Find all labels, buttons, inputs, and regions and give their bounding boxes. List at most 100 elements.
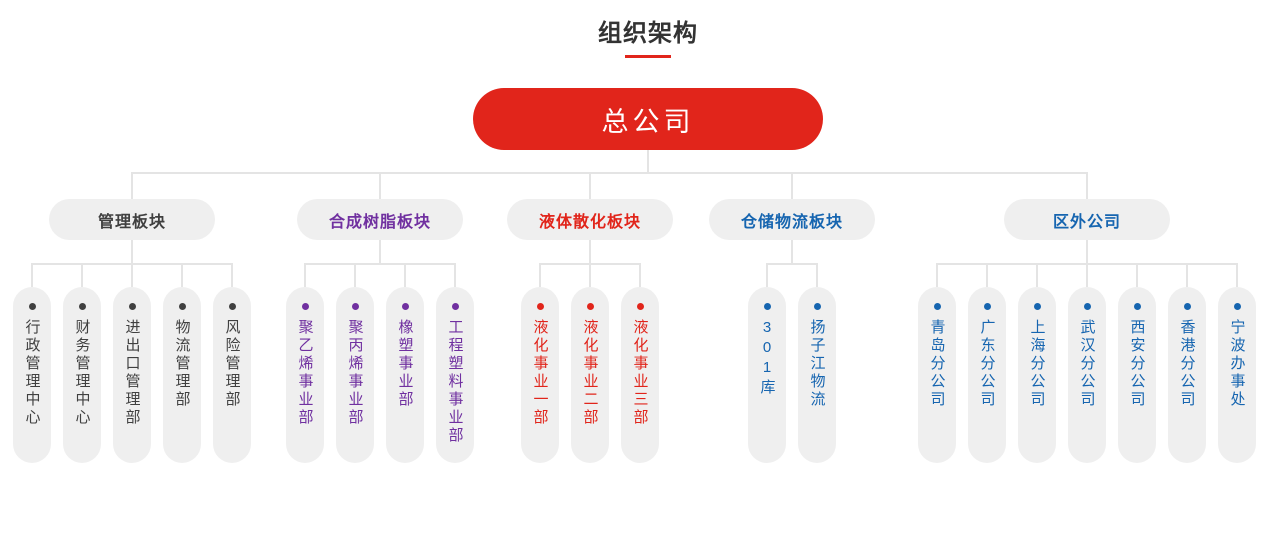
- node-dot-icon: [451, 303, 459, 310]
- org-node: 聚丙烯事业部: [336, 287, 374, 463]
- node-dot-icon: [301, 303, 309, 310]
- connector-line: [816, 263, 818, 287]
- node-label: 风险管理部: [223, 319, 241, 409]
- connector-line: [589, 240, 591, 265]
- org-node: 液化事业一部: [521, 287, 559, 463]
- org-node: 物流管理部: [163, 287, 201, 463]
- node-dot-icon: [1183, 303, 1191, 310]
- connector-line: [539, 263, 541, 287]
- connector-line: [647, 150, 649, 174]
- connector-line: [766, 263, 768, 287]
- node-label: 液化事业一部: [531, 319, 549, 427]
- org-node: 上海分公司: [1018, 287, 1056, 463]
- org-node: 广东分公司: [968, 287, 1006, 463]
- connector-line: [404, 263, 406, 287]
- node-label: 物流管理部: [173, 319, 191, 409]
- org-node: 行政管理中心: [13, 287, 51, 463]
- node-dot-icon: [228, 303, 236, 310]
- org-node: 青岛分公司: [918, 287, 956, 463]
- node-label: 青岛分公司: [928, 319, 946, 409]
- node-dot-icon: [933, 303, 941, 310]
- org-node: 武汉分公司: [1068, 287, 1106, 463]
- node-label: 聚丙烯事业部: [346, 319, 364, 427]
- connector-line: [1086, 172, 1088, 199]
- connector-line: [1236, 263, 1238, 287]
- connector-line: [1036, 263, 1038, 287]
- connector-line: [181, 263, 183, 287]
- root-node: 总公司: [473, 88, 823, 150]
- root-node-label: 总公司: [601, 106, 695, 137]
- node-label: 宁波办事处: [1228, 319, 1246, 409]
- connector-line: [986, 263, 988, 287]
- node-label: 西安分公司: [1128, 319, 1146, 409]
- node-label: 工程塑料事业部: [446, 319, 464, 445]
- node-dot-icon: [128, 303, 136, 310]
- sector-pill: 液体散化板块: [507, 199, 673, 240]
- connector-line: [304, 263, 306, 287]
- connector-line: [791, 172, 793, 199]
- connector-line: [791, 240, 793, 265]
- node-label: 液化事业二部: [581, 319, 599, 427]
- connector-line: [589, 263, 591, 287]
- node-dot-icon: [401, 303, 409, 310]
- node-label: 聚乙烯事业部: [296, 319, 314, 427]
- node-dot-icon: [351, 303, 359, 310]
- connector-line: [454, 263, 456, 287]
- node-label: 扬子江物流: [808, 319, 826, 409]
- node-dot-icon: [813, 303, 821, 310]
- node-label: 上海分公司: [1028, 319, 1046, 409]
- org-node: 液化事业三部: [621, 287, 659, 463]
- connector-line: [1186, 263, 1188, 287]
- org-node: 扬子江物流: [798, 287, 836, 463]
- sector-pill: 管理板块: [49, 199, 215, 240]
- node-dot-icon: [1083, 303, 1091, 310]
- org-node: 301库: [748, 287, 786, 463]
- sector-pill: 仓储物流板块: [709, 199, 875, 240]
- connector-line: [354, 263, 356, 287]
- node-dot-icon: [763, 303, 771, 310]
- sector-pill: 区外公司: [1004, 199, 1170, 240]
- org-node: 橡塑事业部: [386, 287, 424, 463]
- org-node: 液化事业二部: [571, 287, 609, 463]
- connector-line: [132, 172, 1087, 174]
- node-dot-icon: [586, 303, 594, 310]
- node-label: 行政管理中心: [23, 319, 41, 427]
- node-label: 液化事业三部: [631, 319, 649, 427]
- org-node: 香港分公司: [1168, 287, 1206, 463]
- title-underline: [625, 55, 671, 58]
- page-title: 组织架构: [598, 20, 698, 47]
- node-dot-icon: [536, 303, 544, 310]
- connector-line: [81, 263, 83, 287]
- org-node: 西安分公司: [1118, 287, 1156, 463]
- node-dot-icon: [178, 303, 186, 310]
- connector-line: [639, 263, 641, 287]
- connector-line: [1136, 263, 1138, 287]
- connector-line: [305, 263, 455, 265]
- node-dot-icon: [983, 303, 991, 310]
- connector-line: [379, 172, 381, 199]
- node-dot-icon: [78, 303, 86, 310]
- connector-line: [1086, 263, 1088, 287]
- org-node: 进出口管理部: [113, 287, 151, 463]
- connector-line: [131, 172, 133, 199]
- connector-line: [589, 172, 591, 199]
- node-label: 广东分公司: [978, 319, 996, 409]
- node-dot-icon: [636, 303, 644, 310]
- node-dot-icon: [1133, 303, 1141, 310]
- node-label: 橡塑事业部: [396, 319, 414, 409]
- org-node: 工程塑料事业部: [436, 287, 474, 463]
- node-label: 武汉分公司: [1078, 319, 1096, 409]
- org-node: 风险管理部: [213, 287, 251, 463]
- sector-pill: 合成树脂板块: [297, 199, 463, 240]
- node-dot-icon: [1033, 303, 1041, 310]
- node-label: 301库: [758, 319, 776, 397]
- node-dot-icon: [1233, 303, 1241, 310]
- connector-line: [1086, 240, 1088, 265]
- org-node: 宁波办事处: [1218, 287, 1256, 463]
- connector-line: [936, 263, 938, 287]
- node-label: 香港分公司: [1178, 319, 1196, 409]
- connector-line: [131, 263, 133, 287]
- org-node: 财务管理中心: [63, 287, 101, 463]
- connector-line: [131, 240, 133, 265]
